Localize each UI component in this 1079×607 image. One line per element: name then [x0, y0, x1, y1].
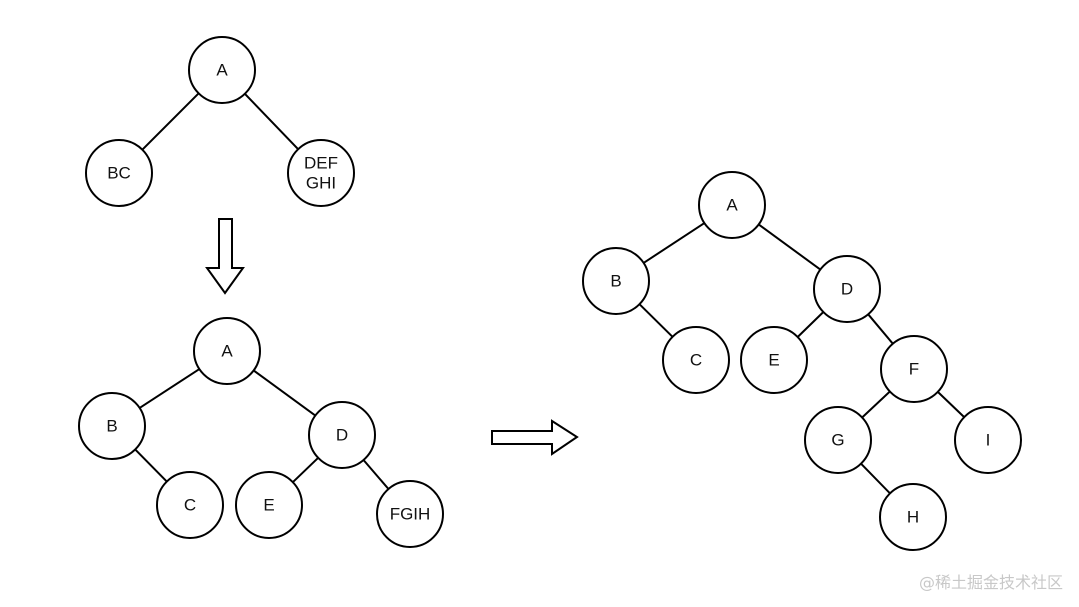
node-label: E [263, 496, 274, 515]
tree2-edge-d-e [292, 457, 319, 483]
node-circle [813, 255, 881, 323]
node-label: A [216, 61, 228, 80]
edges-layer [134, 92, 965, 495]
node-label: B [106, 417, 117, 436]
node-label: B [610, 272, 621, 291]
node-label: GHI [306, 174, 336, 193]
node-circle [662, 326, 730, 394]
node-label: I [986, 431, 991, 450]
node-circle [954, 406, 1022, 474]
tree2-node-a: A [193, 317, 261, 385]
node-label: FGIH [390, 505, 431, 524]
node-label: C [690, 351, 702, 370]
node-circle [698, 171, 766, 239]
tree3-edge-d-f [867, 313, 894, 345]
tree2-node-b: B [78, 392, 146, 460]
tree1-node-a: A [188, 36, 256, 104]
tree3-edge-a-d [758, 223, 821, 271]
node-circle [879, 483, 947, 551]
tree3-node-d: D [813, 255, 881, 323]
node-label: G [831, 431, 844, 450]
right-arrow [491, 419, 579, 456]
tree1-node-bc: BC [85, 139, 153, 207]
tree2-edge-d-fgih [362, 459, 390, 490]
node-circle [287, 139, 355, 207]
node-circle [740, 326, 808, 394]
node-label: H [907, 508, 919, 527]
tree3-edge-a-b [643, 222, 705, 264]
node-label: C [184, 496, 196, 515]
down-arrow [205, 218, 245, 295]
tree3-edge-b-c [638, 303, 674, 338]
tree3-node-g: G [804, 406, 872, 474]
tree3-node-f: F [880, 335, 948, 403]
node-circle [193, 317, 261, 385]
node-circle [308, 401, 376, 469]
node-label: D [841, 280, 853, 299]
arrows-layer [205, 218, 579, 456]
tree3-node-e: E [740, 326, 808, 394]
tree3-node-c: C [662, 326, 730, 394]
node-circle [235, 471, 303, 539]
node-circle [156, 471, 224, 539]
tree2-edge-a-b [139, 368, 200, 409]
node-label: A [726, 196, 738, 215]
node-circle [582, 247, 650, 315]
node-label: D [336, 426, 348, 445]
tree3-edge-g-h [860, 462, 891, 495]
tree2-edge-a-d [253, 369, 316, 417]
node-label: A [221, 342, 233, 361]
node-label: BC [107, 164, 131, 183]
node-circle [880, 335, 948, 403]
tree2-node-d: D [308, 401, 376, 469]
tree3-node-h: H [879, 483, 947, 551]
tree2-edge-b-c [134, 448, 168, 483]
watermark: @稀土掘金技术社区 [918, 573, 1063, 592]
tree3-edge-f-i [937, 391, 965, 418]
node-label: DEF [304, 154, 338, 173]
tree1-edge-a-defghi [244, 93, 299, 150]
node-circle [376, 480, 444, 548]
tree3-node-a: A [698, 171, 766, 239]
node-circle [804, 406, 872, 474]
tree3-edge-f-g [861, 390, 891, 419]
tree1-edge-a-bc [141, 92, 200, 151]
tree2-node-c: C [156, 471, 224, 539]
node-label: E [768, 351, 779, 370]
tree2-node-fgih: FGIH [376, 480, 444, 548]
tree2-node-e: E [235, 471, 303, 539]
tree3-edge-d-e [796, 311, 825, 338]
node-circle [85, 139, 153, 207]
node-circle [188, 36, 256, 104]
tree3-node-b: B [582, 247, 650, 315]
tree3-node-i: I [954, 406, 1022, 474]
node-circle [78, 392, 146, 460]
node-label: F [909, 360, 919, 379]
